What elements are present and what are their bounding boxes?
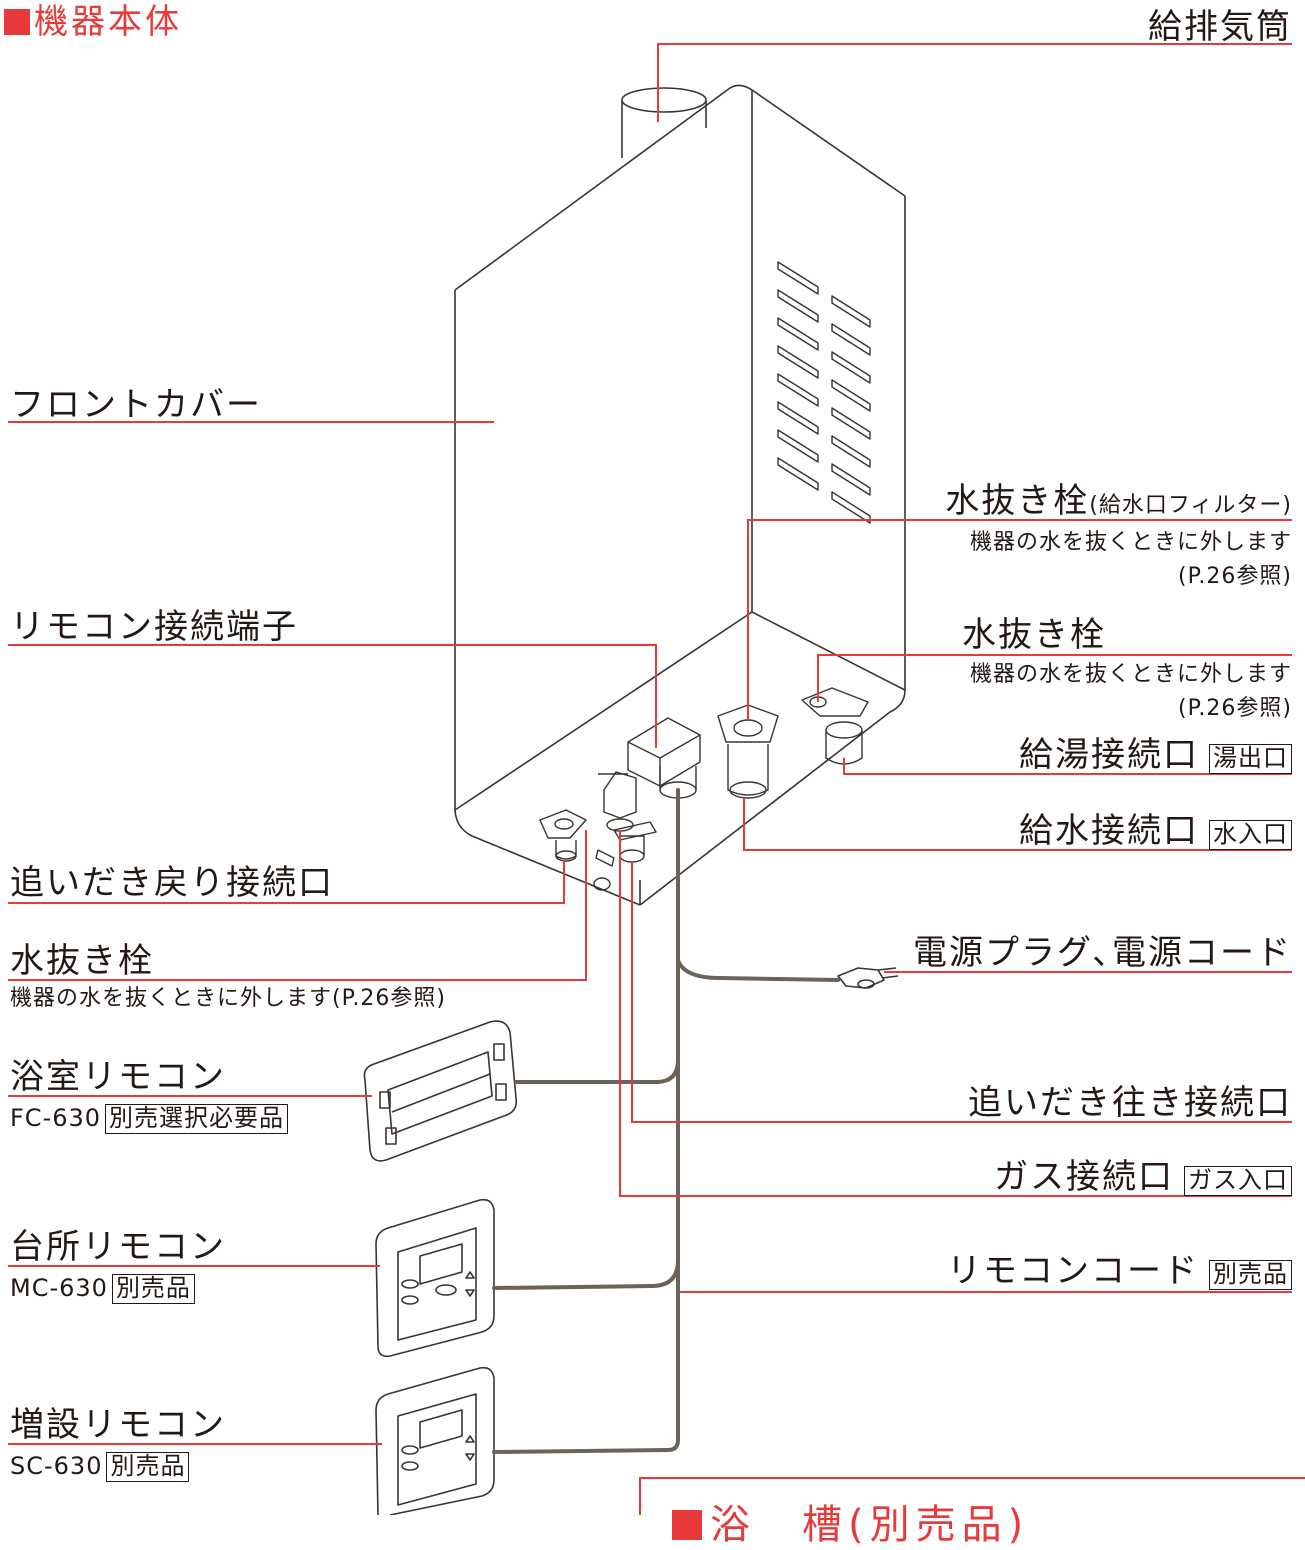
bath-remote-tag: 別売選択必要品 bbox=[105, 1104, 289, 1134]
label-drain-filter: 水抜き栓(給水口フィルター) bbox=[945, 484, 1292, 518]
vent-louvers bbox=[777, 261, 871, 524]
label-reheat-return: 追いだき戻り接続口 bbox=[10, 863, 334, 903]
diagram: 機器本体 浴 槽(別売品) 給排気筒 フロントカバー 水抜き栓(給水口フィルター… bbox=[4, 0, 1305, 1548]
remote-cord-name: リモコンコード bbox=[947, 1251, 1199, 1291]
red-square-marker bbox=[4, 9, 30, 35]
water-in-name: 給水接続口 bbox=[1019, 811, 1199, 851]
label-kitchen-remote: 台所リモコン bbox=[10, 1227, 226, 1267]
kitchen-remote-tag: 別売品 bbox=[111, 1274, 195, 1304]
kitchen-remote-model-no: MC-630 bbox=[10, 1274, 108, 1302]
label-extra-remote: 増設リモコン bbox=[10, 1405, 226, 1445]
water-heater-illustration bbox=[8, 43, 1305, 1515]
leader-water-in bbox=[743, 798, 1292, 851]
label-water-inlet: 給水接続口水入口 bbox=[1019, 814, 1292, 850]
label-drain-left: 水抜き栓 bbox=[10, 941, 154, 981]
tub-section-frame bbox=[639, 1477, 1305, 1515]
label-gas-inlet: ガス接続口ガス入口 bbox=[994, 1160, 1292, 1196]
leader-hot-out bbox=[843, 758, 1292, 775]
leader-gas bbox=[619, 830, 1292, 1197]
section-title-text: 機器本体 bbox=[34, 2, 182, 42]
leader-remote-terminal bbox=[8, 644, 657, 748]
drain-right-ref: (P.26参照) bbox=[1178, 696, 1292, 721]
leader-drain-left bbox=[8, 830, 587, 981]
label-front-cover: フロントカバー bbox=[10, 385, 262, 425]
leader-exhaust bbox=[657, 43, 1292, 122]
kitchen-remote-illustration bbox=[375, 1198, 495, 1358]
label-remote-terminal: リモコン接続端子 bbox=[10, 607, 298, 647]
exhaust-pipe bbox=[621, 87, 707, 158]
extra-remote-illustration bbox=[375, 1366, 495, 1515]
section-title-bathtub: 浴 槽(別売品) bbox=[672, 1492, 1029, 1550]
extra-remote-tag: 別売品 bbox=[106, 1452, 190, 1482]
gas-tag: ガス入口 bbox=[1184, 1166, 1292, 1196]
hot-out-name: 給湯接続口 bbox=[1019, 735, 1199, 775]
remote-cords bbox=[492, 788, 840, 1454]
section-title-main-unit: 機器本体 bbox=[4, 0, 182, 43]
label-hot-water-outlet: 給湯接続口湯出口 bbox=[1019, 738, 1292, 774]
power-plug bbox=[837, 967, 899, 989]
drain-filter-name: 水抜き栓 bbox=[945, 481, 1090, 521]
extra-remote-model-no: SC-630 bbox=[10, 1452, 103, 1480]
bath-remote-illustration bbox=[363, 1020, 518, 1162]
section-title-text: 浴 槽(別売品) bbox=[710, 1502, 1030, 1548]
hot-out-tag: 湯出口 bbox=[1209, 744, 1292, 774]
bottom-fittings bbox=[539, 687, 869, 891]
gas-name: ガス接続口 bbox=[994, 1157, 1174, 1197]
label-exhaust-pipe: 給排気筒 bbox=[1148, 7, 1292, 47]
drain-filter-desc: 機器の水を抜くときに外します bbox=[969, 530, 1292, 555]
leader-reheat-go bbox=[631, 862, 1292, 1123]
label-bath-remote: 浴室リモコン bbox=[10, 1057, 226, 1097]
drain-filter-paren: (給水口フィルター) bbox=[1089, 493, 1292, 518]
remote-cord-tag: 別売品 bbox=[1209, 1260, 1292, 1290]
label-power-plug: 電源プラグ､電源コード bbox=[913, 933, 1292, 973]
bath-remote-model-no: FC-630 bbox=[10, 1104, 102, 1132]
heater-cabinet bbox=[454, 84, 906, 906]
leader-lines bbox=[8, 43, 1305, 1515]
leader-drain-filter bbox=[747, 519, 1292, 720]
label-remote-cord: リモコンコード別売品 bbox=[947, 1254, 1292, 1290]
leader-drain-right bbox=[817, 654, 1292, 702]
drain-filter-ref: (P.26参照) bbox=[1178, 564, 1292, 589]
drain-right-desc: 機器の水を抜くときに外します bbox=[969, 662, 1292, 687]
label-drain-right: 水抜き栓 bbox=[962, 615, 1106, 655]
water-in-tag: 水入口 bbox=[1209, 820, 1292, 850]
label-reheat-go: 追いだき往き接続口 bbox=[968, 1083, 1292, 1123]
drain-left-desc: 機器の水を抜くときに外します(P.26参照) bbox=[10, 986, 446, 1011]
leader-reheat-return bbox=[8, 860, 565, 904]
